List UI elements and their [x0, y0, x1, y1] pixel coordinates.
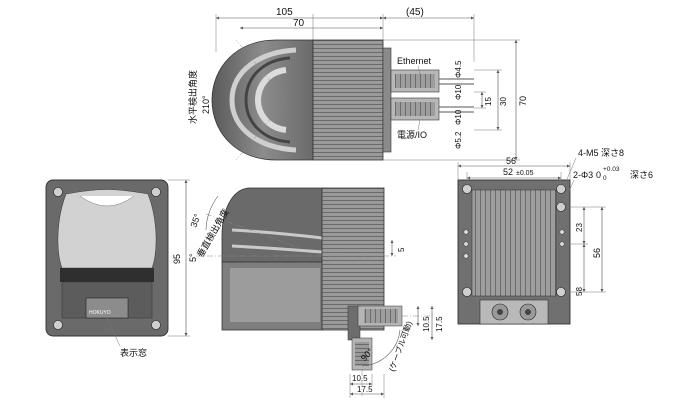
display-window-label: 表示窓: [120, 347, 147, 358]
side-dome: [221, 187, 323, 263]
dim-45-label: (45): [406, 7, 424, 18]
cable-connector: [347, 305, 403, 371]
dim-15-label: 15: [484, 97, 493, 106]
pin-depth-label: 深さ6: [630, 170, 653, 180]
dim-10-5-bottom-label: 10.5: [352, 374, 368, 383]
horizontal-angle-value: 210°: [201, 95, 211, 114]
pin-tolerance-upper: +0.03: [603, 166, 620, 173]
dim-10-5-label: 10.5: [422, 316, 431, 332]
dim-70-height-label: 70: [518, 96, 528, 106]
body-top: [312, 39, 384, 161]
dim-56-top-label: 56: [506, 156, 516, 166]
power-io-connector: [390, 97, 474, 121]
side-view: 垂直検出角度 35° 5° 5 90° (ケーブル可動) 10.5 17.5 1…: [188, 187, 444, 398]
rear-view: 56 52 ±0.05 4-M5 深さ8 2-Φ3 0 +0.03 0 深さ6 …: [457, 148, 653, 325]
dim-17-5-label: 17.5: [435, 316, 444, 332]
front-window: [57, 189, 157, 269]
power-io-label: 電源/IO: [397, 130, 427, 140]
phi-10-b-label: Φ10: [454, 109, 463, 125]
phi-4-5-label: Φ4.5: [454, 60, 463, 78]
dim-23-label: 23: [575, 223, 584, 232]
ethernet-label: Ethernet: [397, 56, 432, 66]
horizontal-angle-label: 水平検出角度: [187, 70, 198, 124]
dim-5-label: 5: [397, 247, 406, 252]
dim-body-70: 70: [240, 18, 383, 30]
dim-56-side-label: 56: [592, 248, 602, 258]
dim-70-label: 70: [293, 18, 305, 29]
dim-105-label: 105: [276, 7, 293, 18]
pin-callout-prefix: 2-Φ3: [573, 170, 593, 180]
angle-35-label: 35°: [188, 212, 202, 229]
top-view: 105 70 (45): [187, 7, 528, 161]
ethernet-connector: [390, 69, 474, 93]
dim-52-tolerance: ±0.05: [516, 170, 534, 177]
scan-dome-top: [211, 39, 314, 161]
dim-overall-105: 105: [216, 7, 383, 20]
phi-10-a-label: Φ10: [454, 84, 463, 100]
dim-95-label: 95: [172, 254, 182, 264]
pin-callout-nominal: 0: [596, 170, 601, 180]
dim-17-5-bottom-label: 17.5: [357, 385, 373, 394]
dim-52-label: 52: [503, 167, 513, 177]
dim-58-label: 58: [575, 287, 584, 296]
phi-5-2-label: Φ5.2: [454, 131, 463, 149]
dim-30-label: 30: [499, 97, 508, 106]
rear-heatsink: [471, 189, 557, 297]
dim-connector-45: (45): [383, 7, 474, 20]
screw-callout: 4-M5 深さ8: [578, 148, 624, 158]
pin-tolerance-lower: 0: [603, 175, 607, 182]
angle-5-label: 5°: [188, 253, 198, 262]
cable-movable-label: (ケーブル可動): [386, 319, 414, 372]
brand-label: HOKUYO: [89, 310, 111, 316]
front-view: HOKUYO 95 表示窓: [45, 179, 190, 358]
